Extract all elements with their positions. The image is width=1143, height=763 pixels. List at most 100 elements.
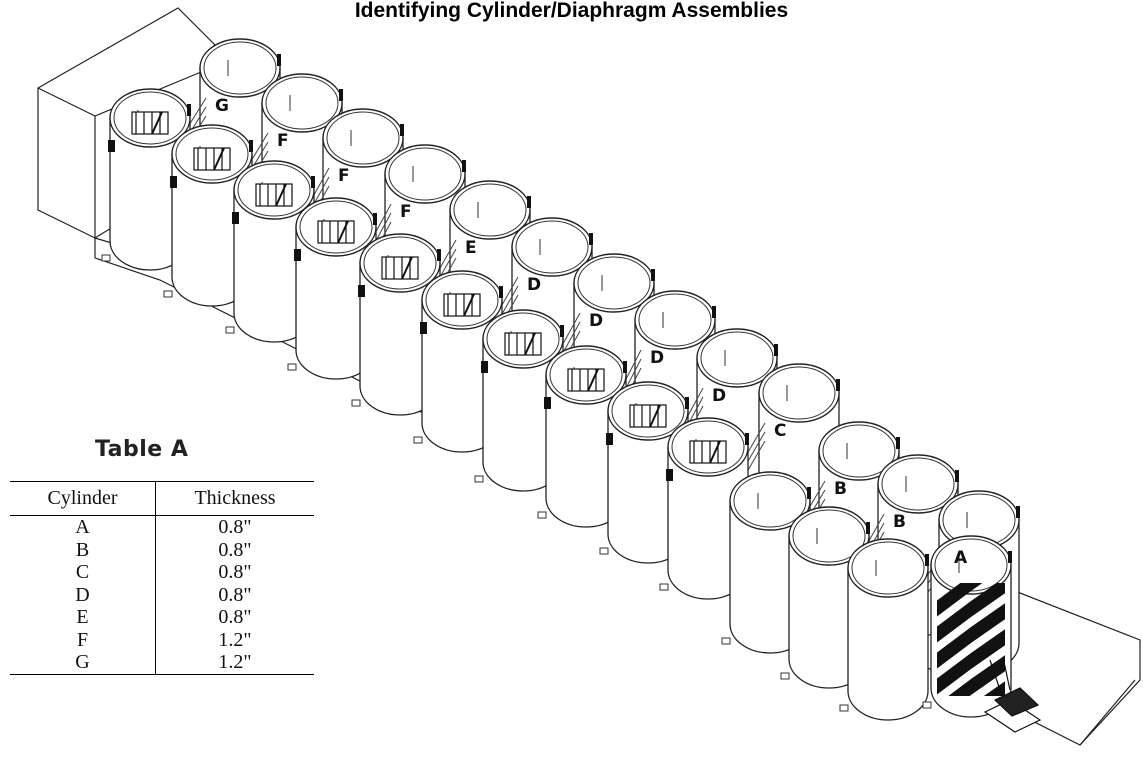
base-foot (351, 399, 361, 407)
cylinder-thickness-table: Cylinder Thickness A 0.8" B 0.8" C 0.8" D 0.… (10, 481, 314, 675)
table-header-row: Cylinder Thickness (10, 481, 314, 516)
bolt-tab (712, 306, 716, 318)
cylinder-rim-inner (425, 273, 499, 327)
bolt-tab (373, 213, 377, 225)
cylinder-cell: B (10, 538, 156, 561)
cylinder-rim (511, 217, 593, 277)
front-cylinder (101, 88, 191, 271)
front-cylinder (287, 197, 377, 380)
cylinder-rim-inner (851, 541, 925, 595)
front-cylinder (659, 417, 749, 600)
diaphragm (504, 332, 542, 356)
diaphragm (567, 368, 605, 392)
cylinder-letter-label: D (589, 311, 603, 331)
cylinder-rim (449, 180, 531, 240)
diaphragm (255, 183, 293, 207)
cylinder-cell: A (10, 515, 156, 539)
cylinder-cell: E (10, 606, 156, 629)
cylinder-rim-inner (671, 420, 745, 474)
column-header-cylinder: Cylinder (10, 481, 156, 516)
base-foot (537, 511, 547, 519)
cylinder-letter-label: F (400, 202, 412, 222)
bolt-tab (836, 379, 840, 391)
cylinder-rim (930, 535, 1012, 595)
thickness-cell: 0.8" (218, 538, 252, 561)
cylinder-rim (818, 421, 900, 481)
cylinder-letter-label: A (954, 548, 968, 568)
bolt-tab (527, 196, 531, 208)
bolt-tab (807, 487, 811, 499)
front-cylinder (839, 538, 929, 721)
bolt-tab (437, 249, 441, 261)
cylinder-rim-inner (113, 91, 187, 145)
cylinder-rim-inner (762, 366, 836, 420)
base-foot (413, 436, 423, 444)
cylinder-cell: C (10, 561, 156, 584)
thickness-cell: 0.8" (218, 561, 252, 584)
chevron-markings (937, 583, 1005, 696)
side-bracket (294, 249, 301, 261)
cylinder-rim-inner (638, 293, 712, 347)
bolt-tab (774, 344, 778, 356)
base-foot (225, 326, 235, 334)
side-bracket (358, 285, 365, 297)
cylinder-rim-inner (175, 127, 249, 181)
cylinder-letter-label: C (774, 421, 786, 441)
cylinder-rim-inner (822, 424, 896, 478)
thickness-cell: 0.8" (218, 516, 252, 539)
base-foot (839, 704, 849, 712)
side-bracket (481, 361, 488, 373)
front-cylinder (474, 309, 564, 492)
bolt-tab (400, 124, 404, 136)
cylinder-body (847, 567, 929, 721)
base-foot (101, 254, 111, 262)
cylinder-rim-inner (237, 163, 311, 217)
diaphragm (443, 293, 481, 317)
bolt-tab (1008, 551, 1012, 563)
bolt-tab (866, 522, 870, 534)
diaphragm (193, 147, 231, 171)
cylinder-rim-inner (486, 312, 560, 366)
bolt-tab (560, 325, 564, 337)
cylinder-rim-inner (733, 474, 807, 528)
table-row: A 0.8" (10, 515, 314, 539)
side-bracket (108, 140, 115, 152)
side-bracket (606, 433, 613, 445)
side-bracket (544, 397, 551, 409)
cylinder-rim-inner (299, 200, 373, 254)
diaphragm (629, 404, 667, 428)
base-foot (474, 475, 484, 483)
cylinder-letter-label: F (338, 166, 350, 186)
cylinder-rim (634, 290, 716, 350)
page-title: Identifying Cylinder/Diaphragm Assemblie… (354, 0, 789, 22)
cylinder-rim-inner (515, 220, 589, 274)
cylinder-rim-inner (549, 348, 623, 402)
front-cylinder (163, 124, 253, 307)
table-row: B 0.8" (10, 538, 314, 561)
bolt-tab (745, 433, 749, 445)
cylinder-cell: F (10, 628, 156, 651)
cylinder-rim (758, 363, 840, 423)
cylinder-letter-label: D (527, 275, 541, 295)
cylinder-rim (322, 108, 404, 168)
cylinder-rim (696, 328, 778, 388)
cylinder-rim (877, 454, 959, 514)
cylinder-rim (573, 253, 655, 313)
cylinder-rim-inner (363, 236, 437, 290)
front-cylinder (413, 270, 503, 453)
cylinder-rim-inner (792, 509, 866, 563)
base-foot (287, 363, 297, 371)
side-bracket (232, 212, 239, 224)
bolt-tab (187, 104, 191, 116)
cylinder-rim (261, 73, 343, 133)
nose-cylinder (922, 535, 1042, 733)
thickness-cell: 0.8" (218, 606, 252, 629)
cylinder-letter-label: D (650, 348, 664, 368)
diaphragm (131, 111, 169, 135)
bolt-tab (462, 160, 466, 172)
table-heading: Table A (95, 437, 189, 462)
front-cylinder (225, 160, 315, 343)
cylinder-rim-inner (453, 183, 527, 237)
cylinder-cell: D (10, 583, 156, 606)
cylinder-cell: G (10, 651, 156, 674)
